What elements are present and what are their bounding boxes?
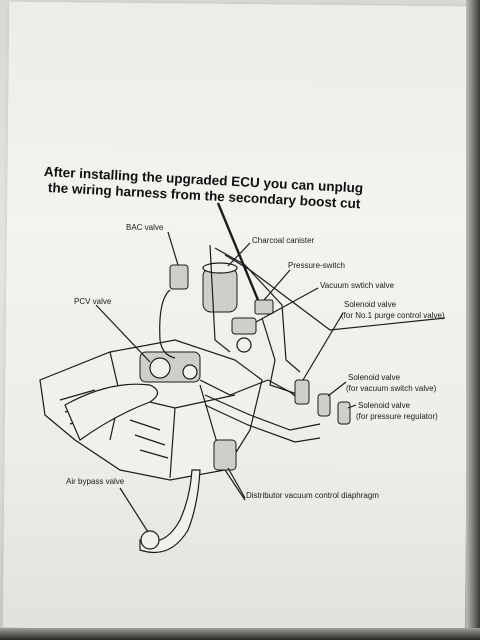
solenoid-purge-leader <box>302 312 344 381</box>
bac-valve-leader <box>167 231 179 266</box>
table-edge-bottom <box>0 628 480 640</box>
air-bypass-valve <box>140 530 160 550</box>
pcv-valve-leader <box>95 304 151 363</box>
pressure-switch <box>254 299 274 315</box>
label-pcv-valve: PCV valve <box>74 297 112 306</box>
solenoid-pressure-leader <box>347 404 357 409</box>
table-edge-right <box>466 0 480 640</box>
canister-top <box>202 262 238 274</box>
label-solenoid-purge-1: Solenoid valve <box>344 300 397 309</box>
throttle-body <box>149 357 171 379</box>
bac-valve <box>169 264 189 290</box>
label-solenoid-pressure-2: (for pressure regulator) <box>356 412 438 421</box>
label-solenoid-vacuum-1: Solenoid valve <box>348 373 401 382</box>
air-bypass-leader <box>119 487 149 533</box>
label-pressure-switch: Pressure-switch <box>288 261 345 270</box>
vacuum-line-b <box>224 254 446 331</box>
vacuum-line-d <box>199 379 301 401</box>
label-bac-valve: BAC valve <box>126 223 164 232</box>
distributor-leader <box>227 467 246 499</box>
hand-silhouette <box>64 383 159 441</box>
caption-pointer-arrow <box>216 202 260 301</box>
label-solenoid-pressure-1: Solenoid valve <box>358 401 411 410</box>
bac-valve-hose <box>159 289 176 359</box>
solenoid-vacuum-leader <box>327 381 347 397</box>
vacuum-switch-valve-leader <box>255 287 319 323</box>
distributor <box>213 439 237 471</box>
solenoid-valve-purge <box>294 379 310 405</box>
vacuum-chamber <box>236 337 252 353</box>
label-vacuum-switch-valve: Vacuum swtich valve <box>320 281 395 290</box>
label-solenoid-vacuum-2: (for vacuum switch valve) <box>346 384 437 393</box>
air-bypass-hose <box>139 469 201 554</box>
vacuum-line-a <box>209 244 301 373</box>
vacuum-line-f <box>204 404 321 443</box>
vacuum-line-e <box>204 394 321 431</box>
vacuum-switch-valve <box>231 317 257 335</box>
charcoal-canister-leader <box>227 242 251 267</box>
label-charcoal-canister: Charcoal canister <box>252 236 315 245</box>
charcoal-canister <box>202 267 238 313</box>
label-solenoid-purge-2: (for No.1 purge control valve) <box>341 311 445 320</box>
engine-block <box>39 339 263 481</box>
solenoid-valve-vacuum <box>317 393 331 417</box>
label-air-bypass-valve: Air bypass valve <box>66 477 125 486</box>
pcv-valve-body <box>182 364 198 380</box>
pressure-switch-leader <box>263 269 291 301</box>
solenoid-valve-pressure <box>337 401 351 425</box>
label-distributor: Distributor vacuum control diaphragm <box>246 491 379 500</box>
vacuum-line-c <box>261 317 301 396</box>
